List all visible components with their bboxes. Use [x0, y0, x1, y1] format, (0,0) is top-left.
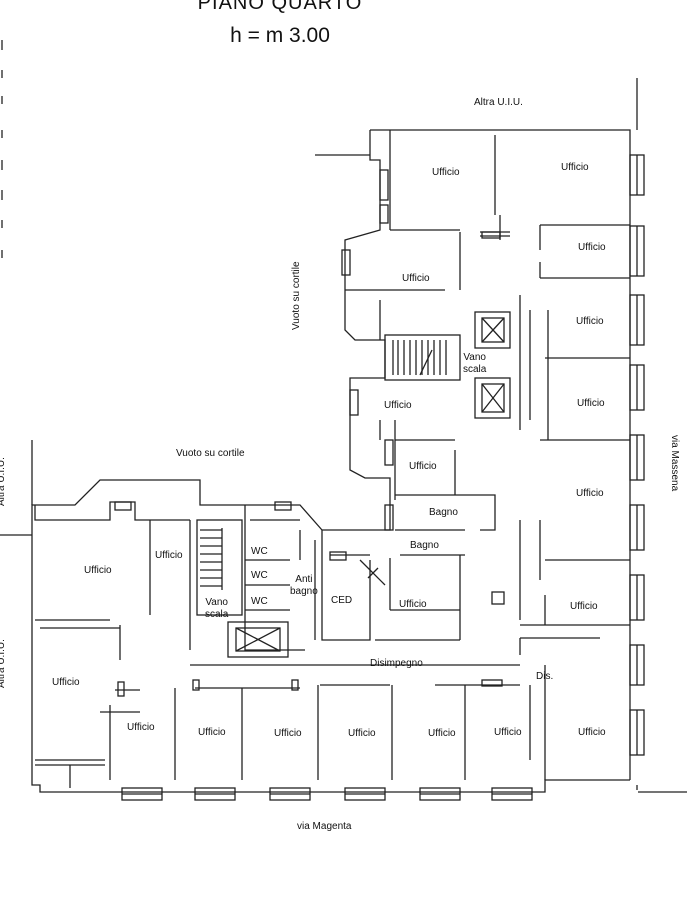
- room-office-4: Ufficio: [402, 273, 430, 284]
- room-office-14: Ufficio: [52, 677, 80, 688]
- room-antibath-l2: bagno: [290, 586, 318, 597]
- room-office-17: Ufficio: [274, 728, 302, 739]
- room-office-5: Ufficio: [576, 316, 604, 327]
- room-office-16: Ufficio: [198, 727, 226, 738]
- room-wc-2: WC: [251, 570, 268, 581]
- room-office-15: Ufficio: [127, 722, 155, 733]
- room-stair-west-l2: scala: [205, 609, 229, 620]
- room-dis: Dis.: [536, 671, 554, 682]
- room-office-6: Ufficio: [384, 400, 412, 411]
- room-antibath-l1: Anti: [295, 574, 313, 585]
- room-office-10: Ufficio: [155, 550, 183, 561]
- room-office-1: Ufficio: [432, 167, 460, 178]
- floor-title: PIANO QUARTO: [197, 0, 363, 14]
- room-wc-1: WC: [251, 546, 268, 557]
- neighbor-north-label: Altra U.I.U.: [474, 97, 523, 108]
- neighbor-west-bottom-label: Altra U.I.U.: [0, 639, 7, 688]
- room-stair-west-l1: Vano: [205, 597, 228, 608]
- room-office-8: Ufficio: [409, 461, 437, 472]
- room-office-13: Ufficio: [570, 601, 598, 612]
- room-antibath: Anti bagno: [290, 574, 318, 598]
- height-label: h = m 3.00: [230, 24, 330, 47]
- room-hall: Disimpegno: [370, 658, 423, 669]
- room-bath-2: Bagno: [410, 540, 439, 551]
- room-wc-3: WC: [251, 596, 268, 607]
- neighbor-west-top-label: Altra U.I.U.: [0, 457, 7, 506]
- room-ced: CED: [331, 595, 353, 606]
- room-office-7: Ufficio: [577, 398, 605, 409]
- room-office-19: Ufficio: [428, 728, 456, 739]
- courtyard-upper-label: Vuoto su cortile: [291, 261, 302, 330]
- room-office-9: Ufficio: [576, 488, 604, 499]
- room-office-3: Ufficio: [578, 242, 606, 253]
- room-office-11: Ufficio: [84, 565, 112, 576]
- courtyard-lower-label: Vuoto su cortile: [176, 448, 245, 459]
- street-east-label: via Massena: [669, 435, 680, 492]
- room-stair-east-l2: scala: [463, 364, 487, 375]
- room-stair-east: Vano scala: [463, 352, 486, 376]
- room-office-12: Ufficio: [399, 599, 427, 610]
- street-south-label: via Magenta: [297, 821, 352, 832]
- room-office-21: Ufficio: [578, 727, 606, 738]
- room-bath-1: Bagno: [429, 507, 458, 518]
- room-office-18: Ufficio: [348, 728, 376, 739]
- room-office-2: Ufficio: [561, 162, 589, 173]
- room-stair-west: Vano scala: [205, 597, 228, 621]
- room-office-20: Ufficio: [494, 727, 522, 738]
- room-stair-east-l1: Vano: [463, 352, 486, 363]
